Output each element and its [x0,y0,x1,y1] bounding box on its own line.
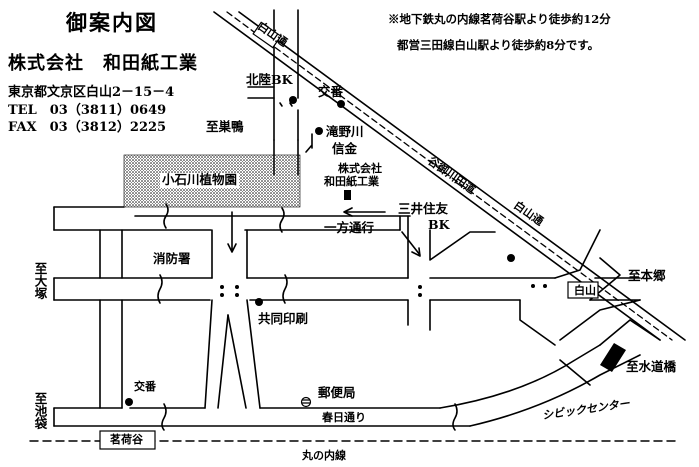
takinogawa-label-2: 信金 [332,141,358,156]
civic-center-marker [600,343,626,372]
mitsui-label-1: 三井住友 [398,201,449,216]
kyodo-print-label: 共同印刷 [258,311,309,326]
marunouchi-line-label: 丸の内線 [302,449,346,462]
hokuriku-bk-marker [289,96,297,104]
kasuga-dori-label: 春日通り [322,411,366,424]
map-title: 御案内図 [66,10,158,35]
botanical-garden-label: 小石川植物園 [160,172,240,188]
mitsui-label-2: BK [428,217,450,232]
to-sugamo-label: 至巣鴨 [206,119,244,134]
company-fax: FAX 03（3812）2225 [8,120,167,135]
company-label-2: 和田紙工業 [324,175,379,188]
one-way-label: 一方通行 [324,220,375,235]
myogadani-label: 茗荷谷 [110,433,143,446]
post-office-marker [300,396,312,408]
police-bottom-label: 交番 [134,380,156,393]
police-bottom-marker [125,398,133,406]
to-suidobashi-label: 至水道橋 [626,359,677,374]
hokuriku-bk-label: 北陸BK [246,72,293,87]
fire-station-label: 消防署 [153,251,191,266]
company-marker [344,190,351,200]
access-note-2: 都営三田線白山駅より徒歩約8分です。 [397,38,600,52]
hakusan-box-label: 白山 [574,284,596,297]
takinogawa-marker [315,127,323,135]
police-top-label: 交番 [318,84,344,99]
company-name: 株式会社 和田紙工業 [8,53,198,74]
takinogawa-label-1: 滝野川 [326,124,364,139]
police-top-marker [337,100,345,108]
v-road [204,299,213,409]
company-label-1: 株式会社 [338,162,382,175]
to-ikebukuro-label: 至池袋 [32,392,48,430]
to-hongo-label: 至本郷 [628,268,666,283]
mitsui-marker [507,254,515,262]
company-address: 東京都文京区白山2－15－4 [8,85,175,100]
company-tel: TEL 03（3811）0649 [8,103,167,118]
post-office-label: 郵便局 [318,385,356,400]
main-horizontal-road [53,206,411,217]
to-otsuka-label: 至大塚 [32,262,48,300]
access-note-1: ※地下鉄丸の内線茗荷谷駅より徒歩約12分 [388,12,611,26]
kyodo-print-marker [255,298,263,306]
